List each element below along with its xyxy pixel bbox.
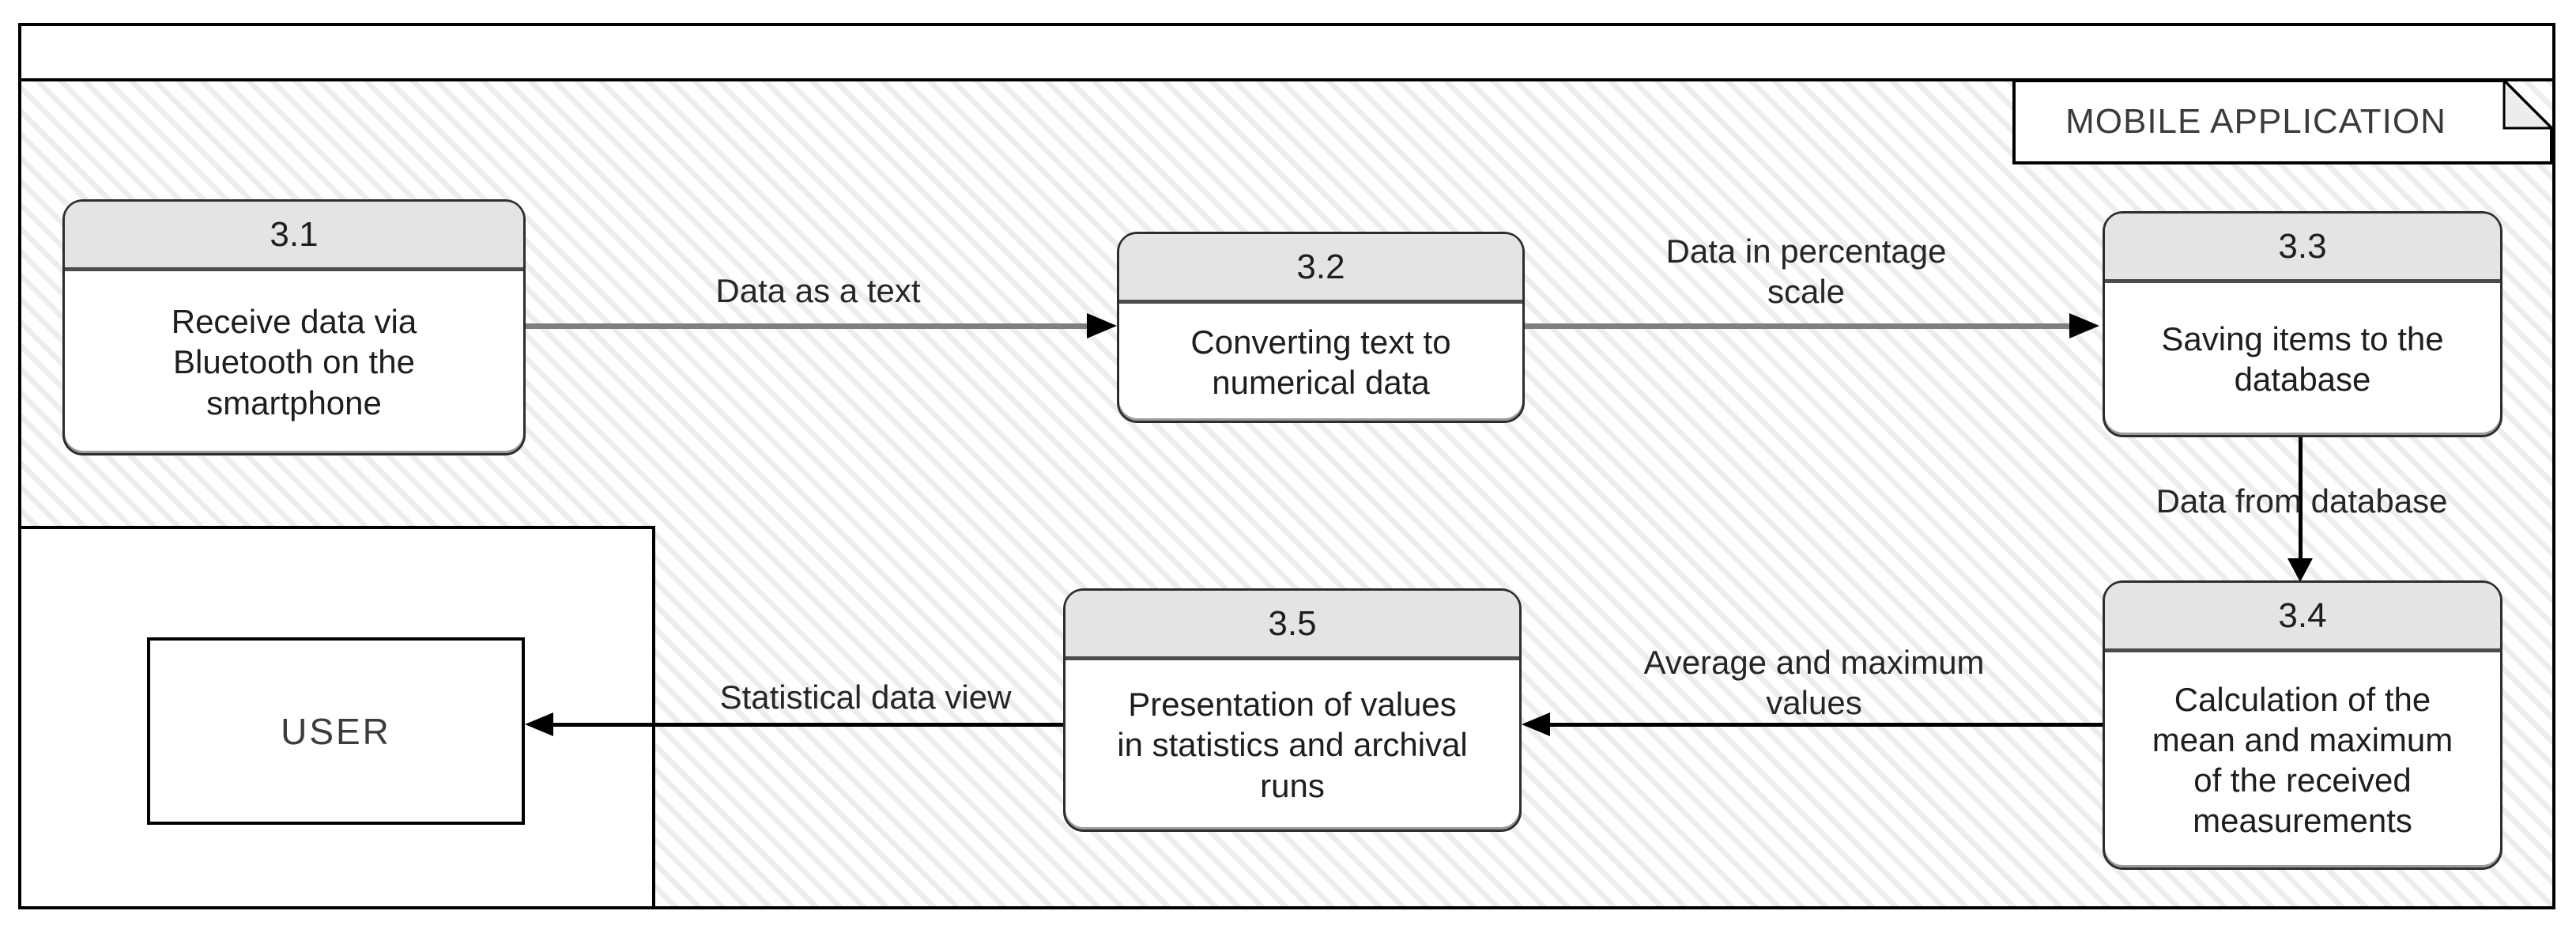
flow-label-data-percentage-scale: Data in percentage scale — [1665, 232, 1947, 311]
flow-label-statistical-data-view: Statistical data view — [719, 678, 1012, 716]
annotation-mobile-application: MOBILE APPLICATION — [2012, 79, 2555, 166]
arrowhead-left-icon — [1522, 712, 1550, 736]
folded-corner-icon — [2502, 79, 2555, 130]
annotation-shape — [2012, 79, 2555, 164]
flow-label-average-maximum-values: Average and maximum values — [1643, 644, 1985, 722]
arrowhead-down-icon — [2287, 558, 2313, 582]
flow-label-data-as-text: Data as a text — [715, 272, 921, 309]
process-label: Calculation of the mean and maximum of t… — [2152, 680, 2453, 840]
process-box-3-1: 3.1 Receive data via Bluetooth on the sm… — [62, 199, 526, 455]
process-box-3-2: 3.2 Converting text to numerical data — [1117, 232, 1525, 423]
flow-line-3-3-to-3-4 — [2299, 437, 2303, 560]
process-label: Receive data via Bluetooth on the smartp… — [171, 303, 417, 421]
process-number: 3.2 — [1119, 234, 1522, 304]
process-number: 3.3 — [2105, 214, 2500, 283]
process-label: Saving items to the database — [2161, 319, 2444, 398]
flow-line-3-4-to-3-5 — [1548, 723, 2103, 727]
external-entity-user: USER — [147, 637, 525, 825]
process-box-3-5: 3.5 Presentation of values in statistics… — [1063, 588, 1522, 832]
flow-line-3-2-to-3-3 — [1525, 323, 2071, 329]
process-number: 3.1 — [65, 202, 523, 271]
flow-line-3-5-to-user — [553, 723, 1063, 727]
user-label: USER — [281, 710, 391, 752]
arrowhead-right-icon — [1087, 313, 1117, 338]
flow-line-3-1-to-3-2 — [524, 323, 1090, 329]
process-number: 3.5 — [1065, 591, 1519, 660]
flow-label-data-from-database: Data from database — [2155, 482, 2448, 520]
process-box-3-4: 3.4 Calculation of the mean and maximum … — [2103, 580, 2502, 870]
arrowhead-right-icon — [2069, 313, 2099, 338]
process-box-3-3: 3.3 Saving items to the database — [2103, 211, 2502, 437]
title-band-divider — [21, 78, 2552, 81]
process-label: Converting text to numerical data — [1190, 323, 1451, 401]
arrowhead-left-icon — [525, 712, 553, 736]
process-label: Presentation of values in statistics and… — [1117, 686, 1468, 804]
annotation-label: MOBILE APPLICATION — [2065, 102, 2446, 141]
process-number: 3.4 — [2105, 583, 2500, 652]
